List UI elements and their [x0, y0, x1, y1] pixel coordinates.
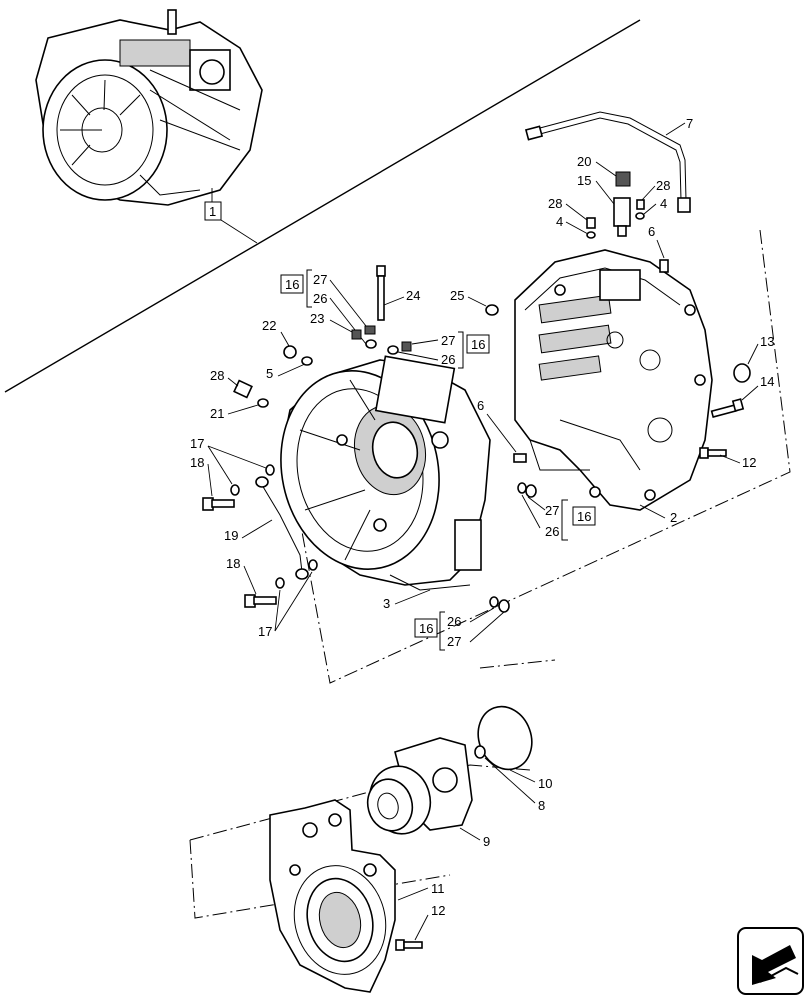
- callout-9: 9: [483, 834, 490, 849]
- callout-16c: 16: [285, 277, 299, 292]
- callout-7: 7: [686, 116, 693, 131]
- oring-part-25: [485, 304, 499, 316]
- plug-part-28-21: [233, 379, 269, 408]
- callout-19: 19: [224, 528, 238, 543]
- callout-18b: 18: [226, 556, 240, 571]
- cover-part-9: [366, 737, 473, 835]
- callout-15: 15: [577, 173, 591, 188]
- callout-4b: 4: [660, 196, 667, 211]
- callout-26d: 26: [441, 352, 455, 367]
- callout-5: 5: [266, 366, 273, 381]
- plug-part-13: [733, 363, 751, 383]
- callout-10: 10: [538, 776, 552, 791]
- callout-3: 3: [383, 596, 390, 611]
- callout-24: 24: [406, 288, 420, 303]
- navigation-arrow-icon[interactable]: [737, 927, 804, 995]
- sensor-part-15-20: [613, 171, 631, 237]
- callout-27c: 27: [313, 272, 327, 287]
- callout-6b: 6: [477, 398, 484, 413]
- callout-8: 8: [538, 798, 545, 813]
- callout-14: 14: [760, 374, 774, 389]
- callout-28b: 28: [656, 178, 670, 193]
- bolt-part-12-upper: [699, 447, 727, 459]
- seal-set-top: [364, 325, 377, 349]
- seal-set-right: [517, 482, 537, 498]
- pin-part-6-upper: [659, 259, 669, 273]
- pin-part-6-lower: [513, 453, 527, 463]
- callout-23: 23: [310, 311, 324, 326]
- transmission-overview: [35, 9, 263, 206]
- plug-part-23: [351, 329, 362, 340]
- frame-upper: [284, 229, 791, 684]
- callout-27d: 27: [441, 333, 455, 348]
- plug-part-22: [283, 345, 313, 366]
- large-oring-part-10: [477, 705, 533, 771]
- divider-line: [4, 19, 641, 393]
- seal-part-8: [474, 745, 486, 759]
- callout-6a: 6: [648, 224, 655, 239]
- callout-28c: 28: [210, 368, 224, 383]
- callout-12b: 12: [431, 903, 445, 918]
- front-housing-part-3: [280, 355, 491, 591]
- callout-2: 2: [670, 510, 677, 525]
- callout-25: 25: [450, 288, 464, 303]
- callout-27a: 27: [545, 503, 559, 518]
- callout-27b: 27: [447, 634, 461, 649]
- callout-20: 20: [577, 154, 591, 169]
- callout-box-1: [204, 201, 222, 221]
- callout-11: 11: [431, 881, 445, 896]
- callout-28a: 28: [548, 196, 562, 211]
- seal-set-bottom: [489, 596, 510, 613]
- callout-12a: 12: [742, 455, 756, 470]
- callout-17a: 17: [190, 436, 204, 451]
- callout-22: 22: [262, 318, 276, 333]
- callout-26c: 26: [313, 291, 327, 306]
- callout-16d: 16: [471, 337, 485, 352]
- bolt-part-14: [710, 398, 745, 418]
- callout-21: 21: [210, 406, 224, 421]
- frame-lower: [479, 659, 556, 669]
- dipstick-part-24: [376, 265, 386, 321]
- callout-26a: 26: [545, 524, 559, 539]
- seal-set-mid: [387, 341, 412, 355]
- callout-4a: 4: [556, 214, 563, 229]
- plate-part-11: [269, 799, 396, 993]
- tube-part-7: [524, 111, 691, 213]
- bolt-part-12-lower: [395, 939, 423, 951]
- plugs-part-28-4: [586, 199, 645, 239]
- callout-17b: 17: [258, 624, 272, 639]
- callout-16a: 16: [577, 509, 591, 524]
- callout-1: 1: [209, 204, 216, 219]
- oil-line-part-19: [202, 464, 318, 608]
- callout-26b: 26: [447, 614, 461, 629]
- callout-13: 13: [760, 334, 774, 349]
- rear-housing-part-2: [514, 249, 713, 511]
- callout-18a: 18: [190, 455, 204, 470]
- callout-16b: 16: [419, 621, 433, 636]
